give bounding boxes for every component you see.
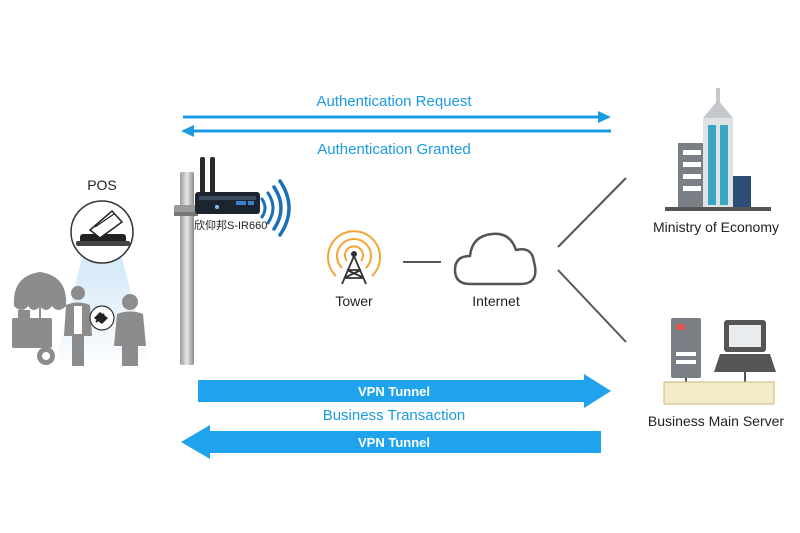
server-label: Business Main Server — [648, 413, 785, 429]
cloud-icon — [453, 232, 537, 286]
pos-label: POS — [87, 177, 117, 193]
auth-request-arrow — [183, 111, 611, 123]
auth-granted-label: Authentication Granted — [317, 141, 470, 158]
vpn-bottom-label: VPN Tunnel — [358, 435, 430, 450]
tower-icon — [327, 230, 381, 285]
internet-ministry-link — [557, 177, 627, 248]
auth-request-label: Authentication Request — [316, 93, 472, 110]
router-pole — [174, 172, 198, 365]
server-network-bar — [663, 381, 775, 405]
vpn-top-label: VPN Tunnel — [358, 384, 430, 399]
router-icon — [195, 157, 260, 214]
handshake-icon — [89, 305, 115, 331]
internet-server-link — [557, 269, 627, 343]
ministry-label: Ministry of Economy — [653, 219, 779, 235]
vpn-tunnel-arrow-left — [181, 425, 601, 459]
wifi-signal-icon — [260, 179, 291, 237]
building-icon — [665, 88, 771, 211]
server-icon — [671, 318, 701, 396]
computer-icon — [714, 320, 776, 396]
market-stall-icon — [12, 272, 67, 365]
router-label: 欣仰邦S-IR660 — [194, 218, 267, 232]
tower-label: Tower — [335, 293, 373, 309]
vpn-tunnel-arrow-right — [198, 374, 611, 408]
business-transaction-label: Business Transaction — [323, 407, 466, 424]
internet-label: Internet — [472, 293, 520, 309]
person-icon — [64, 286, 92, 366]
auth-granted-arrow — [181, 125, 611, 137]
person-icon — [114, 294, 146, 366]
